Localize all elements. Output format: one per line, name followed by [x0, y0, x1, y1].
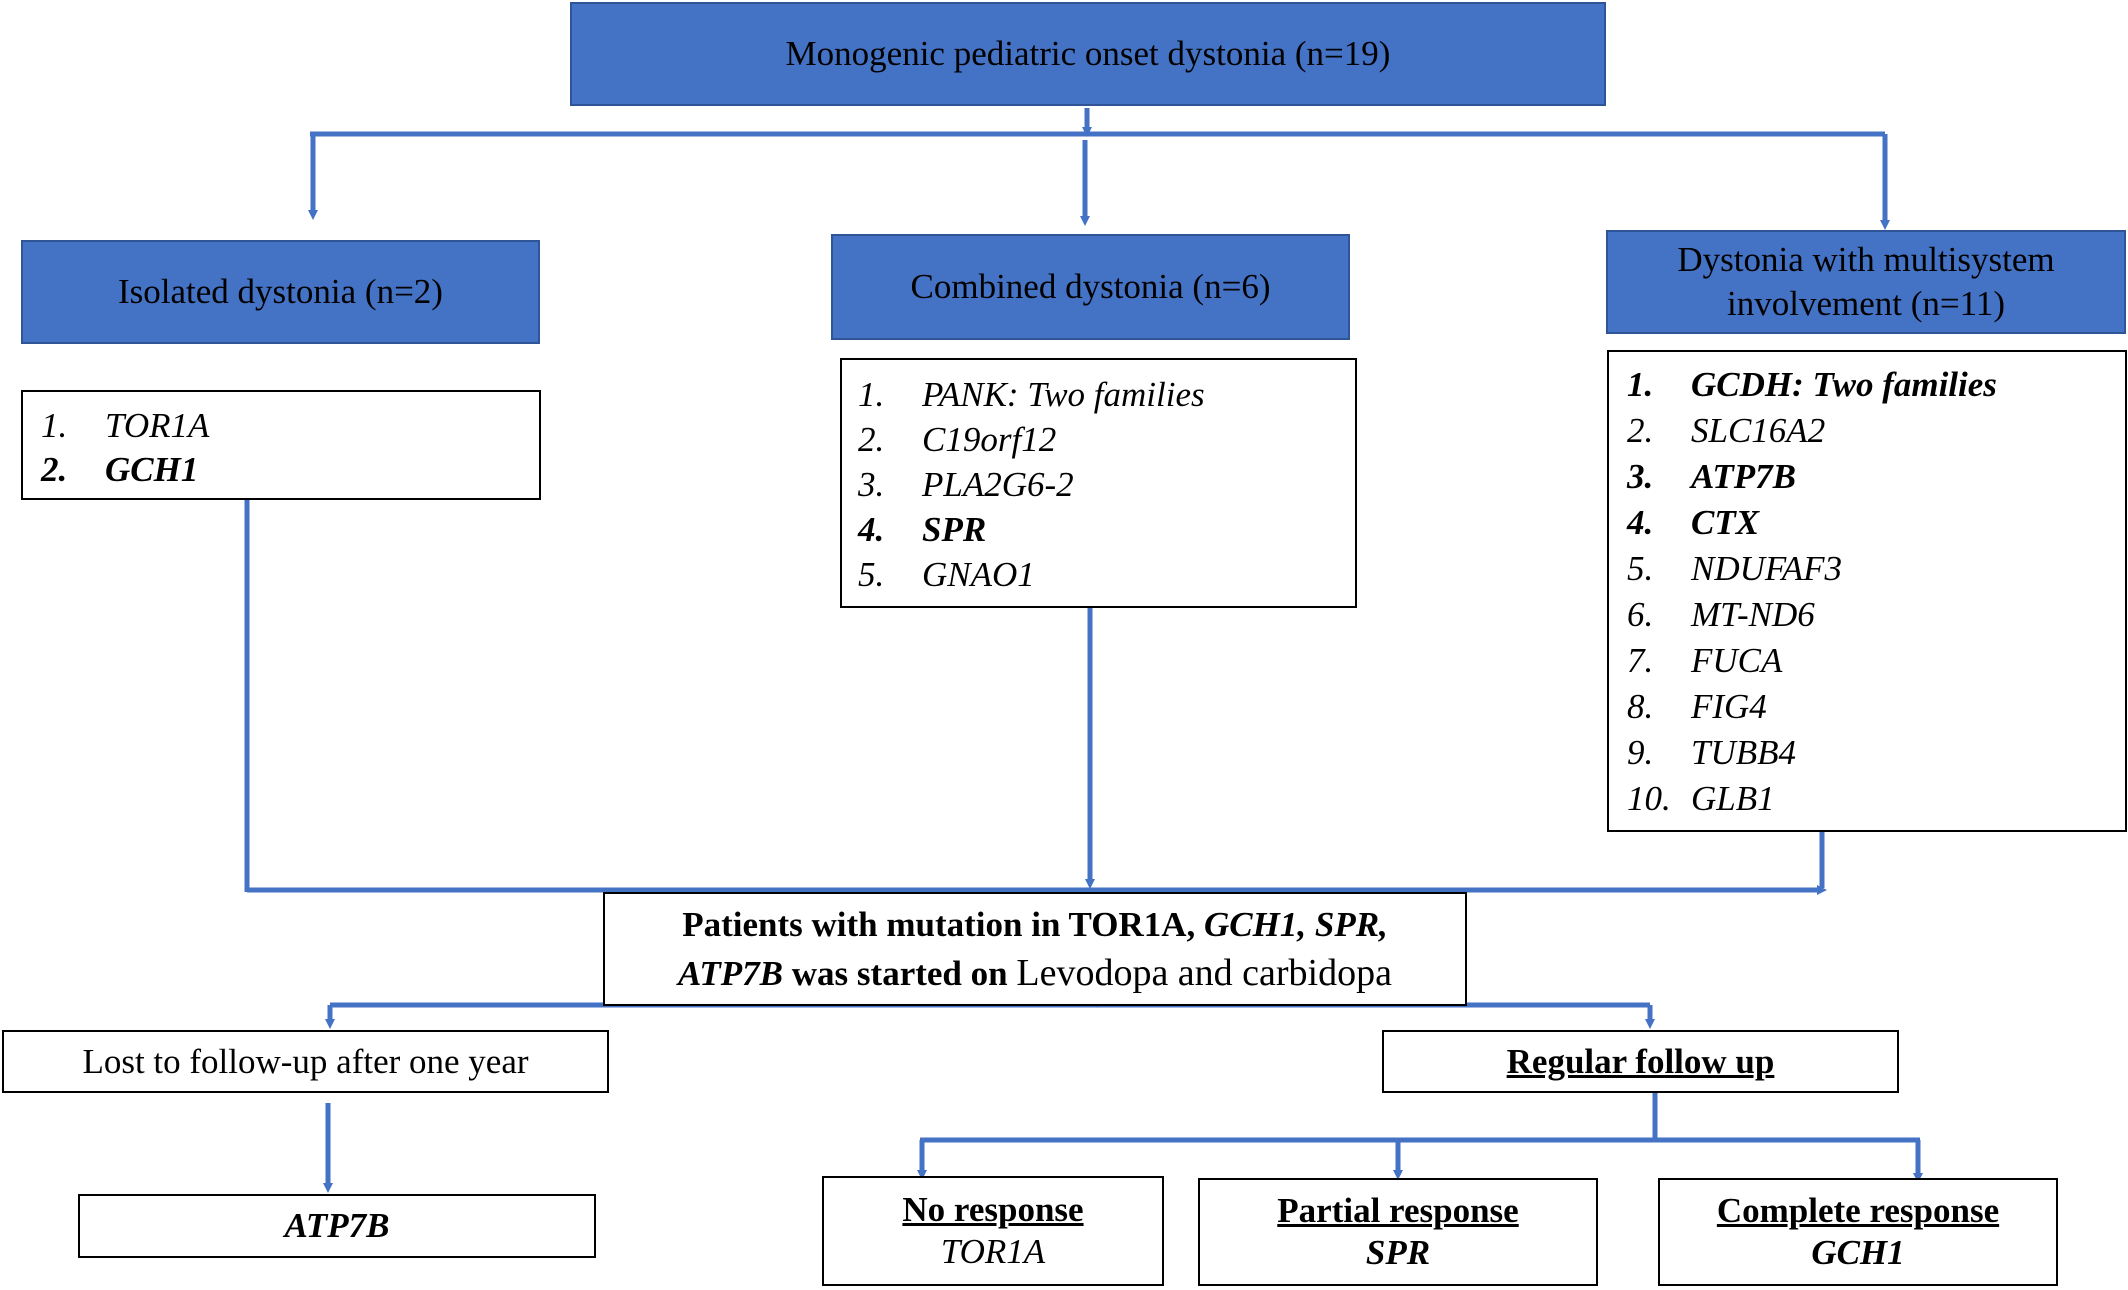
lost-gene-box: ATP7B [78, 1194, 596, 1258]
list-item: 10.GLB1 [1627, 779, 1775, 818]
list-item: 1.PANK: Two families [858, 375, 1205, 414]
root-box: Monogenic pediatric onset dystonia (n=19… [570, 2, 1606, 106]
lost-followup-label: Lost to follow-up after one year [82, 1041, 529, 1081]
response-gene: TOR1A [940, 1232, 1046, 1271]
treatment-box: Patients with mutation in TOR1A, GCH1, S… [603, 892, 1467, 1006]
multisystem-gene-list: 1.GCDH: Two families 2.SLC16A2 3.ATP7B 4… [1607, 350, 2127, 832]
category-label-line1: Dystonia with multisystem [1677, 240, 2055, 280]
root-label: Monogenic pediatric onset dystonia (n=19… [785, 34, 1391, 74]
list-item: 4.CTX [1627, 503, 1760, 542]
category-label: Combined dystonia (n=6) [910, 267, 1271, 307]
treatment-line2: ATP7B was started on Levodopa and carbid… [678, 951, 1392, 994]
list-item: 4.SPR [858, 510, 987, 549]
isolated-gene-list: 1.TOR1A 2.GCH1 [21, 390, 541, 500]
response-gene: GCH1 [1811, 1233, 1905, 1272]
response-gene: SPR [1365, 1233, 1431, 1272]
list-item: 5.GNAO1 [858, 555, 1035, 594]
regular-followup-label: Regular follow up [1506, 1041, 1775, 1081]
list-item: 1.GCDH: Two families [1627, 365, 1997, 404]
list-item: 5.NDUFAF3 [1627, 549, 1843, 588]
combined-gene-list: 1.PANK: Two families 2.C19orf12 3.PLA2G6… [840, 358, 1357, 608]
list-item: 9.TUBB4 [1627, 733, 1796, 772]
list-item: 1.TOR1A [41, 406, 210, 445]
list-item: 8.FIG4 [1627, 687, 1767, 726]
regular-followup-box: Regular follow up [1382, 1030, 1899, 1093]
multisystem-dystonia-box: Dystonia with multisystem involvement (n… [1606, 230, 2126, 334]
list-item: 2.GCH1 [41, 450, 199, 489]
list-item: 2.SLC16A2 [1627, 411, 1826, 450]
lost-followup-box: Lost to follow-up after one year [2, 1030, 609, 1093]
partial-response-box: Partial response SPR [1198, 1178, 1598, 1286]
combined-dystonia-box: Combined dystonia (n=6) [831, 234, 1350, 340]
lost-gene: ATP7B [284, 1206, 390, 1245]
category-label-line2: involvement (n=11) [1727, 284, 2005, 323]
response-label: No response [902, 1190, 1084, 1229]
response-label: Partial response [1277, 1191, 1519, 1230]
category-label: Isolated dystonia (n=2) [118, 272, 443, 312]
isolated-dystonia-box: Isolated dystonia (n=2) [21, 240, 540, 344]
list-item: 6.MT-ND6 [1627, 595, 1815, 634]
response-label: Complete response [1716, 1191, 2000, 1230]
list-item: 2.C19orf12 [858, 420, 1057, 459]
treatment-line1: Patients with mutation in TOR1A, GCH1, S… [682, 904, 1388, 944]
no-response-box: No response TOR1A [822, 1176, 1164, 1286]
list-item: 7.FUCA [1627, 641, 1783, 680]
list-item: 3.ATP7B [1627, 457, 1797, 496]
complete-response-box: Complete response GCH1 [1658, 1178, 2058, 1286]
list-item: 3.PLA2G6-2 [858, 465, 1074, 504]
